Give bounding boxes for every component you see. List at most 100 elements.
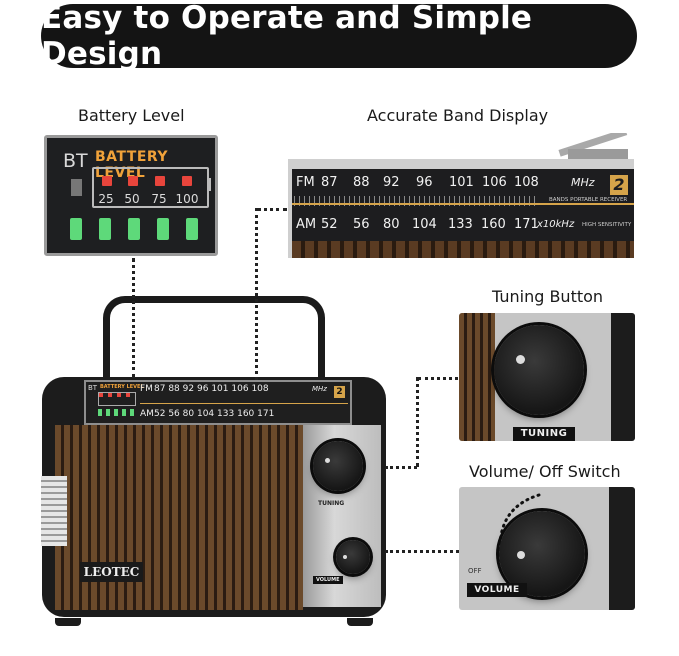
- radio-fm-unit: MHz: [312, 385, 327, 393]
- am-label: AM: [296, 217, 317, 232]
- am-tick: 160: [481, 217, 506, 232]
- green-led: [157, 218, 169, 240]
- wood-trim: [292, 241, 634, 258]
- tuning-knob[interactable]: [494, 325, 584, 415]
- radio-fm-tick: 96: [196, 384, 209, 394]
- green-led: [128, 218, 140, 240]
- callout-volume-line: [385, 550, 459, 553]
- fm-tick: 108: [514, 175, 539, 190]
- fm-tick: 96: [416, 175, 433, 190]
- volume-knob[interactable]: [499, 511, 585, 597]
- fm-tick: 101: [449, 175, 474, 190]
- dial-pointer-line: [292, 203, 634, 205]
- callout-battery-line: [132, 258, 135, 378]
- radio-volume-knob[interactable]: [336, 540, 370, 574]
- am-tick: 56: [353, 217, 370, 232]
- dial-graduations: [294, 196, 539, 206]
- battery-led-25: [102, 176, 112, 186]
- am-tick: 104: [412, 217, 437, 232]
- callout-band-line-v: [255, 208, 258, 380]
- headline-banner: Easy to Operate and Simple Design: [41, 0, 637, 72]
- radio-am-scale: 52 56 80 104 133 160 171: [154, 409, 274, 419]
- radio-am-label: AM: [140, 409, 154, 419]
- battery-level-label: 100: [175, 192, 199, 206]
- am-tick: 52: [321, 217, 338, 232]
- knob-indicator-dot: [343, 555, 347, 559]
- bands-count-badge: 2: [610, 175, 628, 195]
- am-tick: 133: [448, 217, 473, 232]
- green-led: [70, 218, 82, 240]
- radio-bt-label: BT: [88, 384, 98, 392]
- bluetooth-led: [71, 179, 82, 196]
- side-grip: [41, 476, 67, 546]
- battery-led-75: [155, 176, 165, 186]
- callout-band-line-h: [257, 208, 287, 211]
- radio-fm-tick: 106: [231, 384, 249, 394]
- radio-front-display: BT BATTERY LEVEL FM 87 88 92 96 101 106 …: [84, 380, 352, 425]
- fm-tick: 92: [383, 175, 400, 190]
- case-edge: [611, 313, 635, 441]
- radio-volume-label: VOLUME: [313, 576, 343, 584]
- battery-level-label: 50: [124, 192, 140, 206]
- radio-fm-tick: 108: [251, 384, 269, 394]
- off-label: OFF: [468, 567, 482, 575]
- radio-am-tick: 104: [196, 409, 215, 419]
- radio-dial-line: [140, 403, 348, 404]
- caption-tuning-button: Tuning Button: [492, 287, 604, 306]
- fm-tick: 87: [321, 175, 338, 190]
- bands-text: BANDS PORTABLE RECEIVER: [549, 197, 628, 203]
- battery-led-50: [128, 176, 138, 186]
- fm-unit: MHz: [571, 176, 595, 189]
- radio-foot-left: [55, 618, 81, 626]
- radio-am-tick: 52: [154, 409, 166, 419]
- radio-tuning-knob[interactable]: [313, 441, 363, 491]
- callout-tuning-line-h2: [385, 466, 417, 469]
- radio-handle: [103, 296, 325, 416]
- sensitivity-text: HIGH SENSITIVITY: [582, 222, 632, 228]
- radio-fm-label: FM: [140, 384, 153, 394]
- am-tick: 171: [514, 217, 539, 232]
- case-edge: [609, 487, 635, 610]
- callout-tuning-line-h: [418, 377, 458, 380]
- battery-level-label: 25: [98, 192, 114, 206]
- caption-band-display: Accurate Band Display: [367, 106, 549, 125]
- radio-fm-tick: 101: [211, 384, 229, 394]
- band-display-closeup: FM 87 88 92 96 101 106 108 MHz 2 BANDS P…: [288, 133, 634, 258]
- radio-am-tick: 160: [237, 409, 255, 419]
- fm-tick: 88: [353, 175, 370, 190]
- battery-level-panel: BT BATTERY LEVEL 25 50 75 100: [44, 135, 218, 256]
- am-tick: 80: [383, 217, 400, 232]
- callout-tuning-line-v: [416, 377, 419, 467]
- radio-am-tick: 80: [182, 409, 195, 419]
- volume-switch-closeup: OFF VOLUME: [459, 487, 635, 610]
- radio-green-leds: [98, 409, 134, 416]
- radio-fm-scale: 87 88 92 96 101 106 108: [154, 384, 269, 394]
- battery-icon-nub: [207, 178, 211, 191]
- radio-fm-tick: 88: [168, 384, 180, 394]
- radio-bands-badge: 2: [334, 386, 345, 398]
- caption-volume-switch: Volume/ Off Switch: [469, 462, 621, 481]
- radio-battery-leds: [98, 392, 136, 406]
- fm-tick: 106: [482, 175, 507, 190]
- knob-indicator-dot: [517, 551, 525, 559]
- radio-fm-tick: 92: [182, 384, 195, 394]
- battery-led-100: [182, 176, 192, 186]
- tuning-label: TUNING: [513, 427, 575, 441]
- radio-am-tick: 133: [217, 409, 235, 419]
- battery-level-label: 75: [151, 192, 167, 206]
- knob-indicator-dot: [325, 458, 330, 463]
- green-led: [99, 218, 111, 240]
- knob-indicator-dot: [516, 355, 525, 364]
- headline-text: Easy to Operate and Simple Design: [41, 0, 533, 72]
- volume-label: VOLUME: [467, 583, 527, 597]
- brand-logo: LEOTEC: [80, 562, 143, 582]
- radio-foot-right: [347, 618, 373, 626]
- radio-tuning-label: TUNING: [318, 500, 345, 507]
- speaker-grille: [55, 425, 303, 610]
- radio-battery-title: BATTERY LEVEL: [100, 384, 144, 390]
- fm-label: FM: [296, 175, 315, 190]
- am-unit: x10kHz: [537, 219, 575, 230]
- green-led: [186, 218, 198, 240]
- radio-am-tick: 56: [168, 409, 180, 419]
- radio-fm-tick: 87: [154, 384, 166, 394]
